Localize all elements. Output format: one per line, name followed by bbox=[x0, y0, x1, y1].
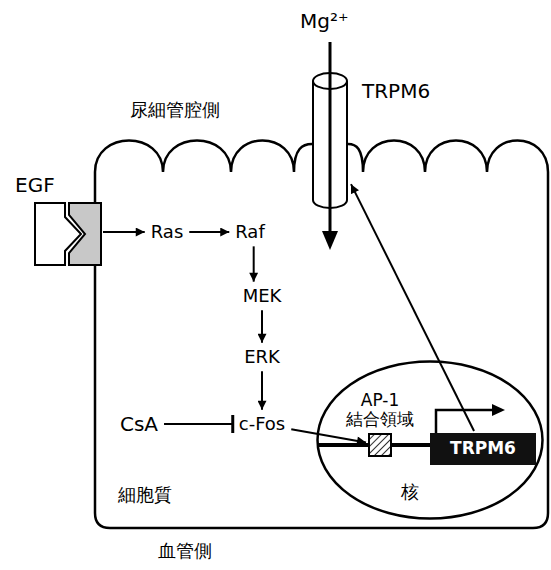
arrow-connector bbox=[291, 429, 366, 442]
channel-body bbox=[313, 81, 347, 208]
channel-top bbox=[313, 73, 347, 89]
hatched-region bbox=[369, 434, 391, 456]
signal-molecule: Ras bbox=[147, 220, 188, 245]
binding-site-box: AP-1 結合領域 bbox=[368, 433, 392, 457]
receptor-shape bbox=[69, 203, 101, 265]
arrow-connector bbox=[103, 231, 145, 233]
gene-label: TRPM6 bbox=[450, 439, 516, 459]
receptor-symbol-shape bbox=[35, 203, 101, 265]
molecule-label: MEK bbox=[243, 286, 282, 307]
receptor-symbol: EGF bbox=[35, 203, 101, 265]
signal-molecule: Raf bbox=[231, 220, 268, 245]
molecule-label: c-Fos bbox=[239, 414, 286, 435]
molecule-label: Raf bbox=[235, 222, 264, 243]
ligand-label: EGF bbox=[15, 174, 55, 197]
gene-fill bbox=[430, 433, 536, 465]
inhibition-connector bbox=[164, 423, 233, 425]
region-label: 細胞質 bbox=[118, 485, 172, 506]
inhibitor-label: CsA bbox=[120, 413, 158, 436]
arrow-connector bbox=[261, 371, 263, 409]
molecule-label: ERK bbox=[244, 347, 280, 368]
transcription-factor: c-Fos bbox=[235, 412, 290, 437]
signal-molecule: MEK bbox=[239, 284, 286, 309]
binding-site-box-shape bbox=[368, 433, 392, 457]
side-label: 尿細管腔側 bbox=[130, 100, 220, 121]
transcription-head bbox=[492, 404, 505, 416]
region-label: 核 bbox=[401, 482, 419, 503]
ion-flow-line bbox=[329, 42, 332, 234]
signal-molecule: ERK bbox=[240, 345, 284, 370]
arrow-connector bbox=[253, 246, 255, 281]
cell-outline: 細胞質TRPM6EGFRasRafMEKERKCsAc-Fos核AP-1 結合領… bbox=[95, 130, 548, 528]
binding-site-label: AP-1 結合領域 bbox=[343, 391, 418, 430]
channel-label: TRPM6 bbox=[362, 80, 430, 103]
arrow-connector bbox=[189, 231, 229, 233]
inhibitor: CsA bbox=[116, 411, 162, 438]
molecule-label: Ras bbox=[151, 222, 184, 243]
cell-membrane bbox=[95, 141, 548, 529]
nucleus-membrane bbox=[318, 362, 543, 519]
ion-flow-head bbox=[322, 231, 338, 250]
side-label: 血管側 bbox=[158, 541, 212, 562]
cell-outline-shape bbox=[95, 130, 548, 528]
channel-cylinder-shape bbox=[311, 72, 349, 212]
gene-box: TRPM6 bbox=[430, 433, 536, 465]
channel-cylinder: TRPM6 bbox=[311, 72, 349, 212]
nucleus-outline: 核 AP-1 結合領域 TRPM6 bbox=[316, 360, 544, 520]
arrow-connector bbox=[261, 310, 263, 342]
ion-label: Mg²⁺ bbox=[300, 10, 349, 33]
